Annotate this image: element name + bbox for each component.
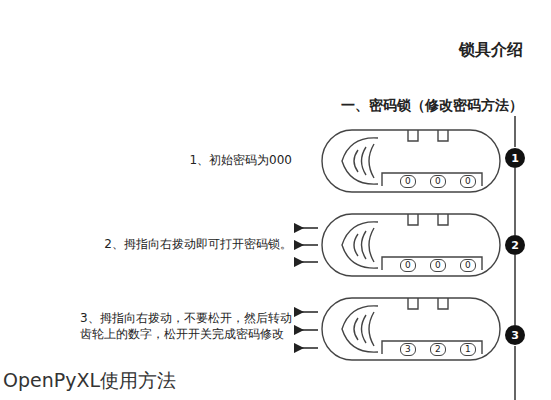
lock-shape: 0 0 0 (320, 212, 502, 278)
step-text: 2、拇指向右拨动即可打开密码锁。 (104, 236, 292, 252)
timeline-connector (514, 168, 516, 235)
lock-digit: 3 (400, 343, 416, 356)
step-number: 3 (511, 329, 519, 342)
step-text: 1、初始密码为000 (189, 152, 292, 168)
lock-digit: 0 (430, 259, 446, 272)
lock-digit: 0 (430, 175, 446, 188)
timeline-line (514, 116, 516, 147)
lock-digit: 0 (400, 175, 416, 188)
lock-digit: 1 (460, 343, 476, 356)
step-number: 1 (511, 152, 519, 165)
step-circle: 1 (505, 148, 525, 168)
lock-digit: 0 (400, 259, 416, 272)
lock-shape: 3 2 1 (320, 296, 502, 362)
lock-digit: 0 (460, 175, 476, 188)
lock-digit: 2 (430, 343, 446, 356)
step-number: 2 (511, 239, 519, 252)
section-heading: 一、密码锁（修改密码方法） (341, 96, 523, 115)
caption: OpenPyXL使用方法 (3, 368, 176, 394)
step-text: 3、拇指向右拨动，不要松开，然后转动齿轮上的数字，松开开关完成密码修改 (80, 310, 292, 342)
lock-digit: 0 (460, 259, 476, 272)
step-circle: 3 (505, 325, 525, 345)
lock-shape: 0 0 0 (320, 128, 502, 194)
step-circle: 2 (505, 235, 525, 255)
timeline-connector (514, 255, 516, 325)
push-arrows (302, 228, 318, 348)
page-title: 锁具介绍 (459, 40, 523, 61)
timeline-line (514, 346, 516, 400)
